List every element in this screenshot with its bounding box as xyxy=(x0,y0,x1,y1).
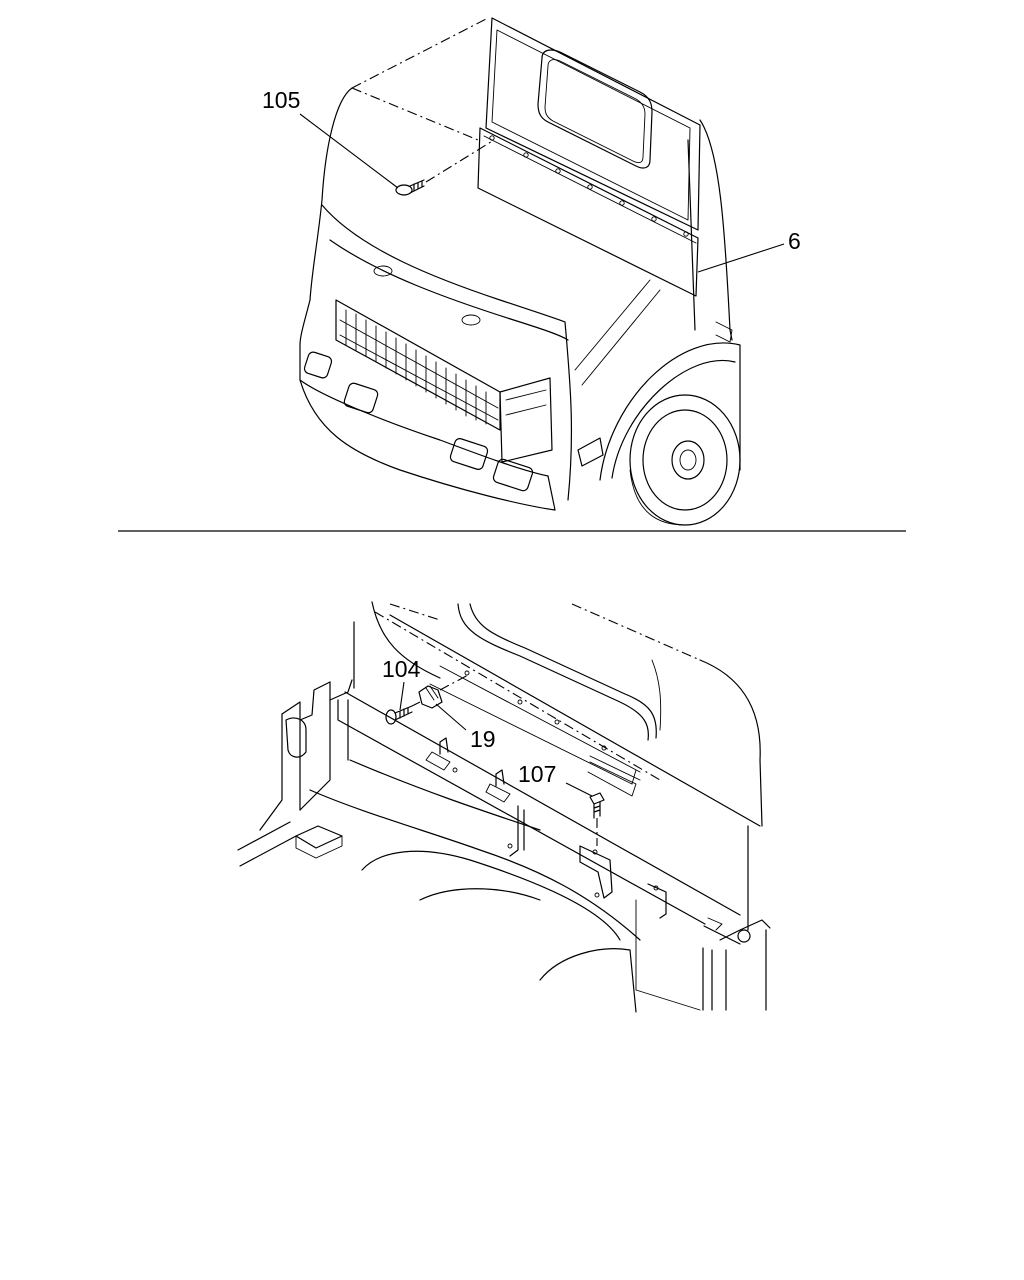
cab-exterior-view: 105 6 xyxy=(262,17,801,526)
callout-107-leader xyxy=(565,782,593,797)
callout-105-label: 105 xyxy=(262,87,300,113)
callout-6-label: 6 xyxy=(788,228,801,254)
screw-104-icon xyxy=(385,705,413,725)
cab-interior-view: 104 19 107 xyxy=(237,601,771,1013)
clip-19-assembly-line xyxy=(439,673,471,691)
callout-107-label: 107 xyxy=(518,761,556,787)
callout-19-leader xyxy=(435,703,467,731)
callout-104-label: 104 xyxy=(382,656,421,682)
screw-105-icon xyxy=(395,179,425,196)
callout-19-label: 19 xyxy=(470,726,496,752)
clip-19-icon xyxy=(418,685,443,709)
callout-104-leader xyxy=(399,681,405,711)
back-panel-part xyxy=(477,127,699,297)
bolt-107-icon xyxy=(589,792,605,819)
callout-105-leader xyxy=(299,113,399,189)
screw-105-assembly-line xyxy=(425,139,495,183)
rear-window-frame xyxy=(485,17,701,231)
callout-6-leader xyxy=(697,243,785,273)
